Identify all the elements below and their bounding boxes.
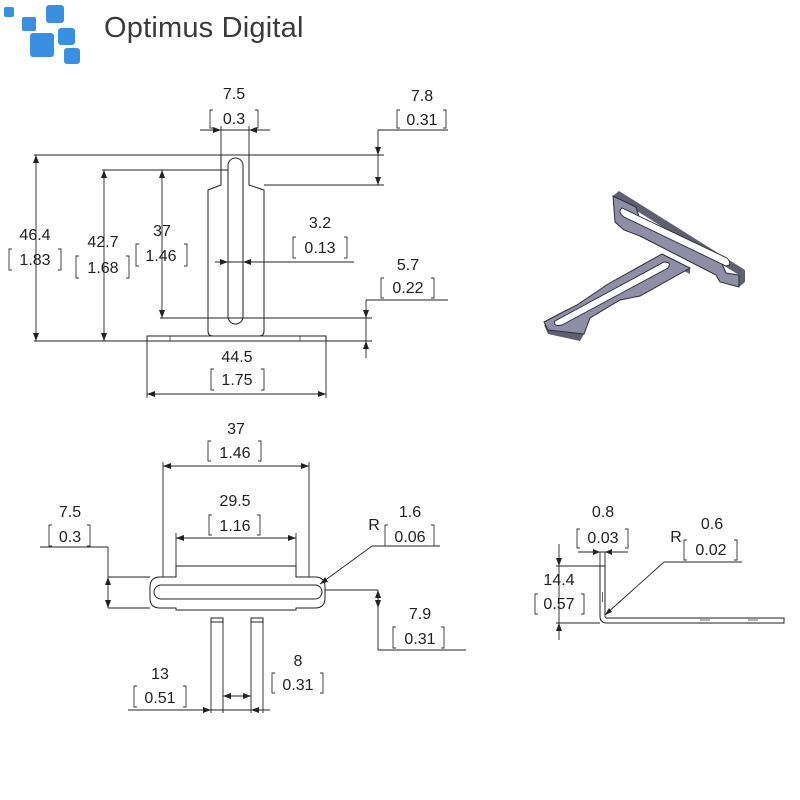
top-slot-length-mm: 29.5 bbox=[219, 493, 250, 510]
top-hole-span-in: 0.51 bbox=[144, 690, 175, 707]
front-view-base bbox=[146, 335, 327, 342]
front-slot-length-in: 1.46 bbox=[145, 248, 176, 265]
side-thickness-in: 0.03 bbox=[587, 530, 618, 547]
front-view-slot bbox=[227, 157, 244, 325]
front-base-width-mm: 44.5 bbox=[221, 349, 252, 366]
top-radius-prefix: R bbox=[368, 517, 380, 534]
side-view-profile bbox=[599, 565, 785, 624]
front-slot-inner-width-in: 0.13 bbox=[304, 240, 335, 257]
front-slot-width-in: 0.3 bbox=[223, 111, 245, 128]
front-overall-height-mm: 46.4 bbox=[19, 227, 50, 244]
top-hole-gap-in: 0.31 bbox=[282, 677, 313, 694]
top-view-slot bbox=[153, 584, 323, 600]
top-view: 37 1.46 29.5 1.16 7.5 0.3 R 1.6 0.06 7.9… bbox=[40, 421, 466, 713]
front-tab-height-in: 0.31 bbox=[406, 112, 437, 129]
isometric-view bbox=[543, 191, 745, 341]
top-overall-length-mm: 37 bbox=[227, 421, 245, 438]
front-base-offset-in: 0.22 bbox=[392, 280, 423, 297]
side-bend-radius-mm: 0.6 bbox=[701, 516, 723, 533]
brand-header: Optimus Digital bbox=[0, 0, 360, 76]
top-tab-offset-mm: 7.9 bbox=[409, 606, 431, 623]
side-height-in: 0.57 bbox=[543, 596, 574, 613]
top-hole-span-mm: 13 bbox=[151, 666, 169, 683]
front-tab-height-mm: 7.8 bbox=[411, 88, 433, 105]
top-hole-gap-mm: 8 bbox=[294, 653, 303, 670]
side-bend-radius-prefix: R bbox=[670, 529, 682, 546]
front-view: 7.5 0.3 7.8 0.31 46.4 1.83 42.7 1.68 37 … bbox=[8, 86, 448, 398]
top-view-hole-right bbox=[250, 617, 264, 623]
optimus-digital-logo-icon bbox=[4, 5, 80, 64]
top-tab-offset-in: 0.31 bbox=[404, 631, 435, 648]
top-view-hole-left bbox=[210, 617, 224, 623]
brand-name: Optimus Digital bbox=[104, 12, 304, 44]
top-width-mm: 7.5 bbox=[59, 504, 81, 521]
top-slot-length-in: 1.16 bbox=[219, 518, 250, 535]
front-base-width-in: 1.75 bbox=[221, 372, 252, 389]
front-slot-length-mm: 37 bbox=[153, 223, 171, 240]
front-slot-inner-width-mm: 3.2 bbox=[309, 215, 331, 232]
top-width-in: 0.3 bbox=[59, 529, 81, 546]
front-height-to-tab-in: 1.68 bbox=[87, 260, 118, 277]
top-overall-length-in: 1.46 bbox=[219, 445, 250, 462]
front-base-offset-mm: 5.7 bbox=[397, 257, 419, 274]
front-overall-height-in: 1.83 bbox=[19, 252, 50, 269]
front-slot-width-mm: 7.5 bbox=[223, 86, 245, 103]
top-radius-mm: 1.6 bbox=[399, 504, 421, 521]
top-radius-in: 0.06 bbox=[394, 529, 425, 546]
side-height-mm: 14.4 bbox=[543, 572, 574, 589]
side-thickness-mm: 0.8 bbox=[592, 504, 614, 521]
side-view: 0.8 0.03 R 0.6 0.02 14.4 0.57 bbox=[534, 504, 785, 640]
front-height-to-tab-mm: 42.7 bbox=[87, 234, 118, 251]
side-bend-radius-in: 0.02 bbox=[695, 542, 726, 559]
